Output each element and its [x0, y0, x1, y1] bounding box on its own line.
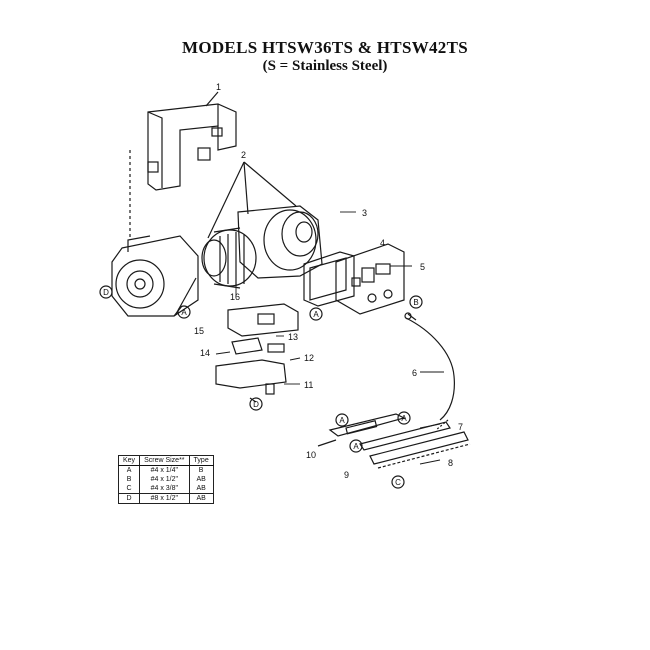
- diagram-subtitle: (S = Stainless Steel): [262, 58, 388, 74]
- label-part-9: 9: [344, 470, 349, 480]
- diagram-title: MODELS HTSW36TS & HTSW42TS: [181, 38, 468, 57]
- leader-lines: [215, 211, 444, 465]
- callout-b-right: B: [413, 298, 418, 307]
- label-part-2: 2: [241, 150, 246, 160]
- label-part-10: 10: [306, 450, 316, 460]
- label-part-12: 12: [304, 353, 314, 363]
- label-part-6: 6: [412, 368, 417, 378]
- key-cell: B: [117, 475, 141, 484]
- label-part-8: 8: [448, 458, 453, 468]
- callout-a-strip-lower: A: [353, 442, 359, 451]
- label-part-4: 4: [380, 238, 385, 248]
- key-cell: A: [117, 465, 141, 475]
- label-part-11: 11: [304, 380, 313, 390]
- type-cell: AB: [188, 493, 214, 504]
- label-part-15: 15: [194, 326, 204, 336]
- screw-size-cell: #4 x 3/8": [139, 484, 190, 494]
- screw-callouts: D A A B D A A A C: [99, 285, 423, 489]
- center-panel-parts: [215, 303, 299, 403]
- key-header-screw-size: Screw Size**: [139, 455, 190, 466]
- type-cell: B: [188, 465, 214, 475]
- type-cell: AB: [188, 475, 214, 484]
- key-header-type: Type: [188, 455, 214, 466]
- part-number-labels: 1 2 3 4 5 6 7 8 9 10 11 12 13 14 15 16: [194, 82, 463, 480]
- blower-motor-part: [175, 227, 257, 315]
- callout-d-center: D: [253, 400, 259, 409]
- key-table-header: Key Screw Size** Type: [117, 455, 214, 466]
- label-part-7: 7: [458, 422, 463, 432]
- label-part-1: 1: [216, 82, 221, 92]
- right-blower-housing-part: [237, 205, 323, 279]
- callout-c-strip: C: [395, 478, 401, 487]
- type-cell: AB: [188, 484, 214, 494]
- label-part-13: 13: [288, 332, 298, 342]
- screw-size-cell: #4 x 1/4": [139, 465, 190, 475]
- key-table-row: B #4 x 1/2" AB: [117, 475, 214, 484]
- callout-a-strip-left: A: [339, 416, 345, 425]
- mounting-bracket-part: [129, 103, 237, 240]
- callout-a-left: A: [181, 308, 187, 317]
- key-cell: D: [117, 493, 141, 504]
- key-table-row: C #4 x 3/8" AB: [117, 484, 214, 494]
- label-part-5: 5: [420, 262, 425, 272]
- part-2-pointers: [205, 91, 297, 239]
- callout-a-center: A: [313, 310, 319, 319]
- key-table-row: A #4 x 1/4" B: [117, 465, 214, 475]
- screw-size-cell: #4 x 1/2": [139, 475, 190, 484]
- control-board-part: [335, 243, 405, 315]
- key-header-key: Key: [117, 455, 141, 466]
- screw-key-table: Key Screw Size** Type A #4 x 1/4" B B #4…: [117, 455, 214, 504]
- callout-a-strip-right: A: [401, 414, 407, 423]
- label-part-16: 16: [230, 292, 240, 302]
- control-cover-part: [303, 251, 355, 307]
- left-blower-housing-part: [111, 235, 199, 317]
- callout-d-left: D: [103, 288, 109, 297]
- key-cell: C: [117, 484, 141, 494]
- screw-size-cell: #8 x 1/2": [139, 493, 190, 504]
- label-part-3: 3: [362, 208, 367, 218]
- light-strip-parts: [317, 413, 471, 469]
- wire-harness-part: [404, 312, 455, 431]
- label-part-14: 14: [200, 348, 210, 358]
- key-table-row: D #8 x 1/2" AB: [117, 493, 214, 504]
